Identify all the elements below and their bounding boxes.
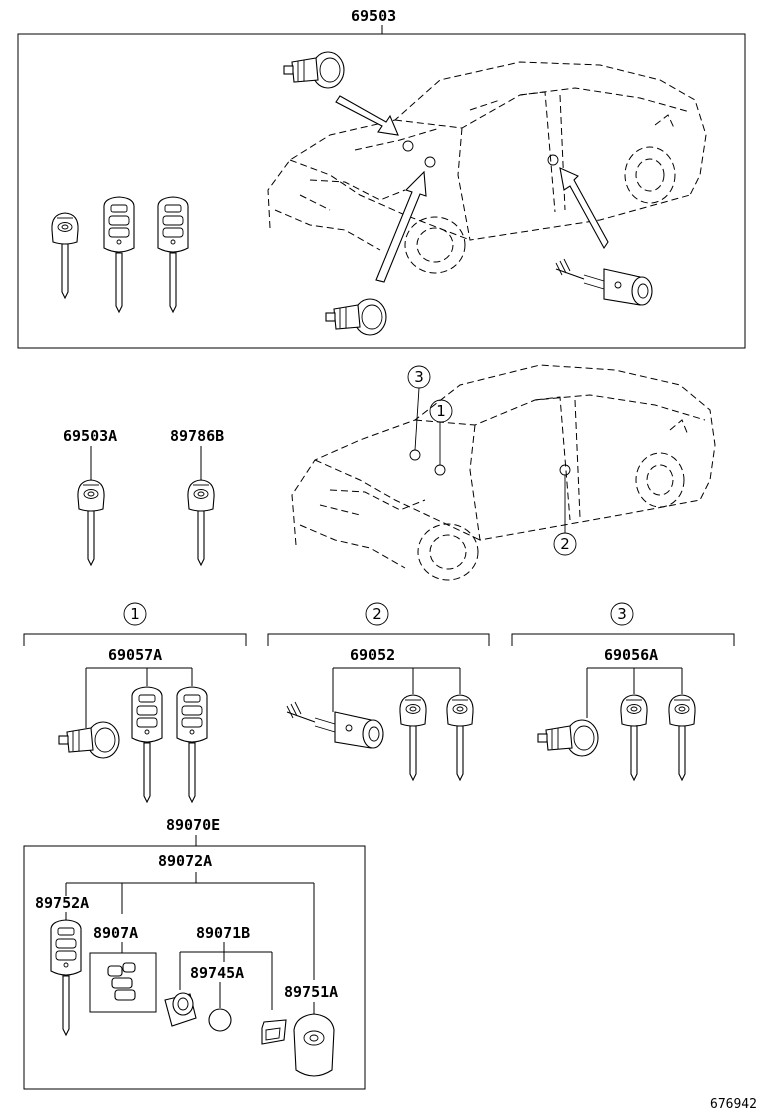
remote-key-icon: [157, 196, 189, 313]
bottom-group-frame: [23, 845, 366, 1090]
item-89071B-label: 89071B: [196, 924, 250, 942]
group-3-part-number: 69056A: [604, 646, 658, 664]
arrow-ignition: [375, 170, 427, 283]
battery-cover-icon: [261, 1019, 287, 1045]
top-group-frame: [17, 33, 746, 349]
callout-1: 1: [436, 402, 446, 420]
button-pad-frame: [89, 952, 157, 1013]
lock-cylinder: [537, 719, 599, 757]
button-pad-icon: [107, 962, 136, 1001]
item-89745A-label: 89745A: [190, 964, 244, 982]
key-icon: [668, 694, 696, 781]
transponder-case-icon: [164, 992, 197, 1027]
bottom-sub-part-number: 89072A: [158, 852, 212, 870]
item-89752A-label: 89752A: [35, 894, 89, 912]
key-icon: [77, 479, 105, 566]
key-icon: [620, 694, 648, 781]
key-part-number-right: 89786B: [170, 427, 224, 445]
callout-2: 2: [560, 535, 570, 553]
key-icon: [399, 694, 427, 781]
hood-lock-cylinder: [283, 51, 345, 89]
door-lock-cylinder: [555, 258, 653, 306]
ignition-lock-cylinder: [325, 298, 387, 336]
diagram-id: 676942: [710, 1097, 757, 1112]
group-3-callout: 3: [617, 605, 627, 623]
top-part-number: 69503: [351, 7, 396, 25]
item-89751A-label: 89751A: [284, 983, 338, 1001]
group-1-part-number: 69057A: [108, 646, 162, 664]
key-case-icon: [293, 1013, 335, 1077]
remote-key-icon: [131, 686, 163, 803]
car-illustration-top: [267, 61, 707, 274]
door-lock-cylinder: [286, 701, 384, 749]
group-2-part-number: 69052: [350, 646, 395, 664]
arrow-door: [559, 167, 609, 250]
remote-key-icon: [50, 919, 82, 1036]
key-icon: [187, 479, 215, 566]
key-part-number-left: 69503A: [63, 427, 117, 445]
key-icon: [51, 212, 79, 299]
group-1-callout: 1: [130, 605, 140, 623]
callout-3: 3: [414, 368, 424, 386]
arrow-hood: [335, 95, 399, 136]
bottom-part-number: 89070E: [166, 816, 220, 834]
battery-icon: [208, 1008, 232, 1032]
group-2-callout: 2: [372, 605, 382, 623]
remote-key-icon: [176, 686, 208, 803]
item-8907A-label: 8907A: [93, 924, 138, 942]
key-icon: [446, 694, 474, 781]
remote-key-icon: [103, 196, 135, 313]
lock-cylinder: [58, 721, 120, 759]
car-illustration-middle: [291, 364, 716, 581]
